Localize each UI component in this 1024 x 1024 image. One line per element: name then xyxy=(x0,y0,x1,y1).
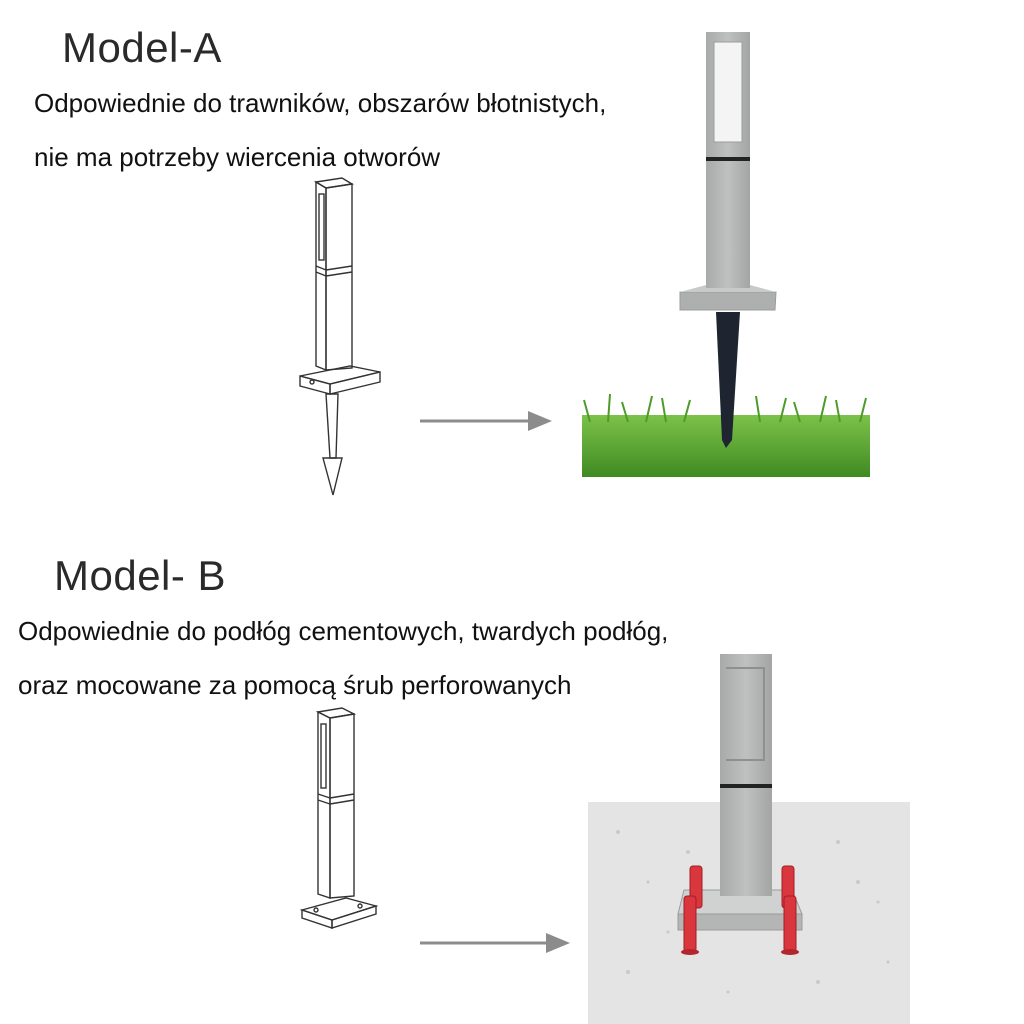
base-lamp-sketch xyxy=(299,707,379,929)
model-b-section: Model- B Odpowiednie do podłóg cementowy… xyxy=(0,540,1024,1024)
lamp-in-grass-illustration xyxy=(582,32,870,477)
model-a-description-line2: nie ma potrzeby wiercenia otworów xyxy=(34,142,441,172)
model-b-description-line1: Odpowiednie do podłóg cementowych, tward… xyxy=(18,616,669,646)
arrow-right-icon xyxy=(420,411,552,431)
lamp-on-concrete-illustration xyxy=(588,654,910,1024)
model-b-title: Model- B xyxy=(54,552,227,599)
spike-lamp-sketch xyxy=(299,177,381,496)
model-a-section: Model-A Odpowiednie do trawników, obszar… xyxy=(34,24,870,496)
model-a-title: Model-A xyxy=(62,24,222,71)
model-b-description-line2: oraz mocowane za pomocą śrub perforowany… xyxy=(18,670,572,700)
arrow-right-icon xyxy=(420,933,570,953)
model-a-description-line1: Odpowiednie do trawników, obszarów błotn… xyxy=(34,88,607,118)
